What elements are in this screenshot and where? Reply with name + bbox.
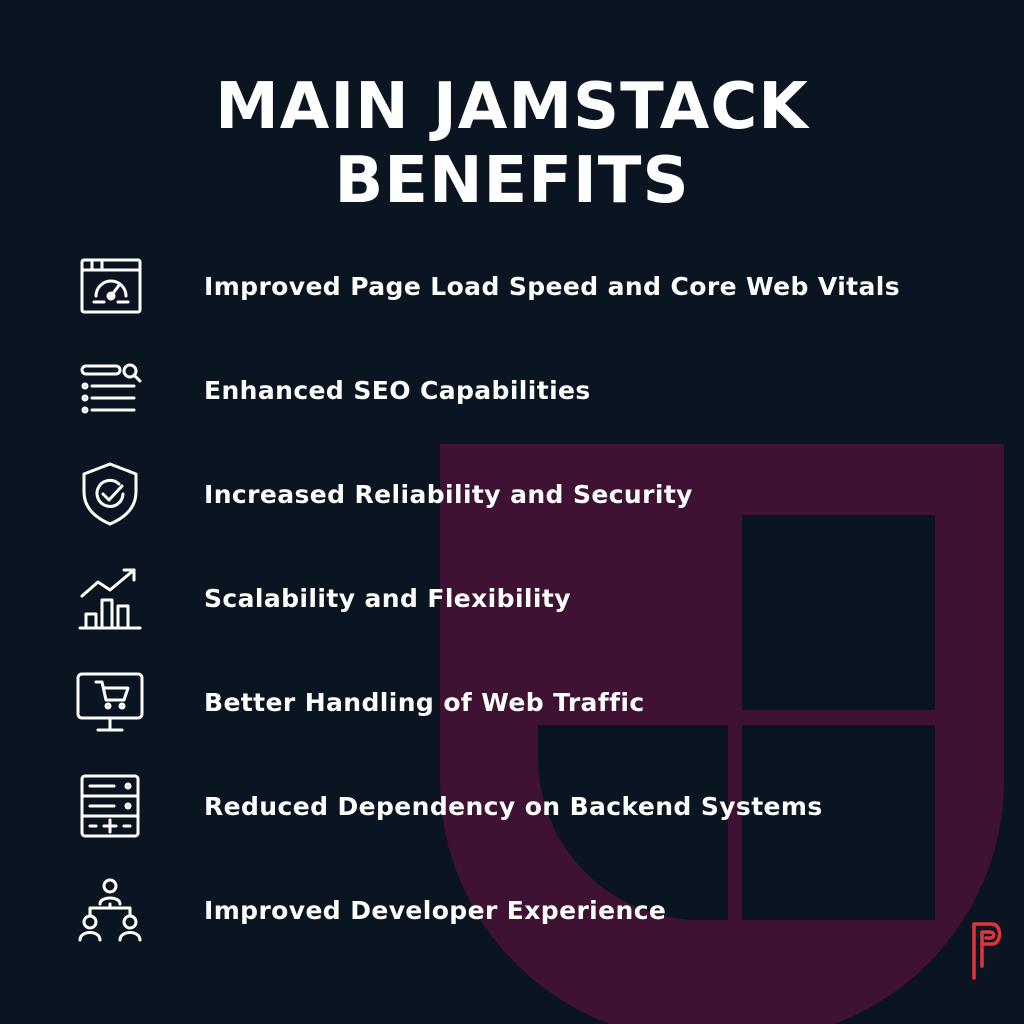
growth-chart-icon	[70, 558, 150, 638]
benefit-label-traffic: Better Handling of Web Traffic	[204, 687, 645, 717]
benefit-item-seo: Enhanced SEO Capabilities	[70, 350, 970, 430]
benefit-item-speed: Improved Page Load Speed and Core Web Vi…	[70, 246, 970, 326]
benefit-label-developer: Improved Developer Experience	[204, 895, 667, 925]
shield-check-icon	[70, 454, 150, 534]
benefit-item-backend: Reduced Dependency on Backend Systems	[70, 766, 970, 846]
page-title: MAIN JAMSTACK BENEFITS	[0, 70, 1024, 218]
benefit-item-traffic: Better Handling of Web Traffic	[70, 662, 970, 742]
benefit-label-seo: Enhanced SEO Capabilities	[204, 375, 591, 405]
benefit-item-developer: Improved Developer Experience	[70, 870, 970, 950]
seo-search-list-icon	[70, 350, 150, 430]
benefit-label-speed: Improved Page Load Speed and Core Web Vi…	[204, 271, 901, 301]
server-stack-icon	[70, 766, 150, 846]
team-network-icon	[70, 870, 150, 950]
benefit-item-scalability: Scalability and Flexibility	[70, 558, 970, 638]
title-line-2: BENEFITS	[334, 144, 690, 218]
monitor-cart-icon	[70, 662, 150, 742]
benefit-label-scalability: Scalability and Flexibility	[204, 583, 571, 613]
benefit-item-security: Increased Reliability and Security	[70, 454, 970, 534]
benefit-label-security: Increased Reliability and Security	[204, 479, 693, 509]
brand-logo-icon	[972, 922, 1002, 980]
title-line-1: MAIN JAMSTACK	[215, 70, 809, 144]
speed-dashboard-icon	[70, 246, 150, 326]
benefit-label-backend: Reduced Dependency on Backend Systems	[204, 791, 823, 821]
